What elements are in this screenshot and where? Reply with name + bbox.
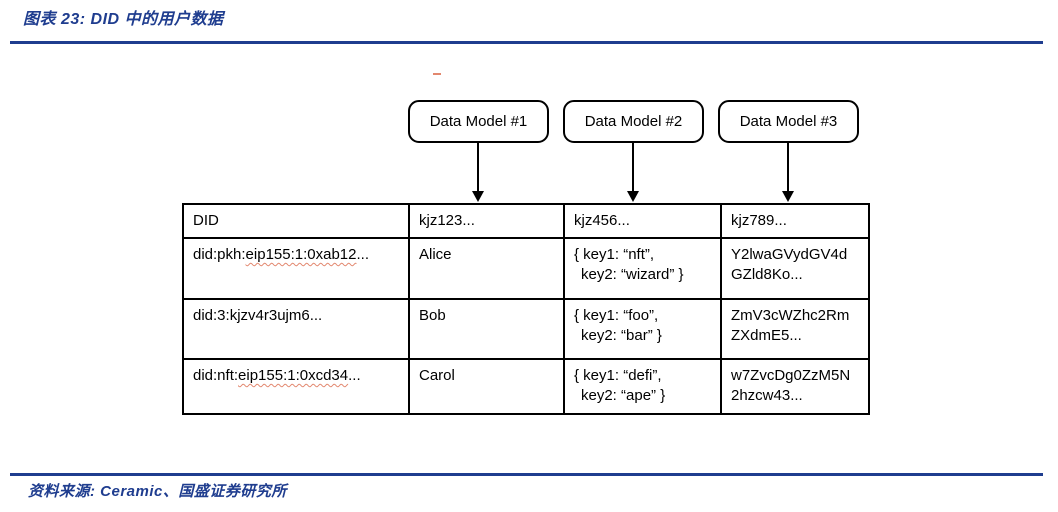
model2-data-cell: { key1: “nft”, key2: “wizard” }	[563, 237, 722, 300]
model2-data-cell: { key1: “foo”, key2: “bar” }	[563, 298, 722, 360]
col-header-kjz789: kjz789...	[720, 203, 870, 239]
data-model-box-1: Data Model #1	[408, 100, 549, 143]
did-text: ...	[356, 246, 369, 263]
did-text-misspelled: eip155:1:0xab12	[245, 246, 357, 263]
json-line: key2: “wizard” }	[581, 266, 684, 283]
figure-title: 图表 23: DID 中的用户数据	[23, 11, 224, 28]
json-line: { key1: “nft”,	[574, 246, 655, 263]
data-model-2-label: Data Model #2	[584, 113, 683, 130]
model3-data-cell: Y2lwaGVydGV4d GZld8Ko...	[720, 237, 870, 300]
model3-data-cell: ZmV3cWZhc2Rm ZXdmE5...	[720, 298, 870, 360]
source-note: 资料来源: Ceramic、国盛证券研究所	[28, 483, 287, 500]
col-header-kjz123: kjz123...	[408, 203, 565, 239]
arrow-head	[782, 191, 794, 202]
did-text-misspelled: eip155:1:0xcd34	[238, 367, 349, 384]
stray-mark	[433, 73, 441, 75]
col-header-kjz456: kjz456...	[563, 203, 722, 239]
down-arrow-icon-3	[782, 143, 794, 203]
arrow-stem	[787, 143, 789, 192]
table-header-row: DID kjz123... kjz456... kjz789...	[182, 203, 870, 239]
down-arrow-icon-1	[472, 143, 484, 203]
json-line: key2: “ape” }	[581, 387, 666, 404]
table-row: did:pkh:eip155:1:0xab12... Alice { key1:…	[182, 237, 870, 300]
footer-divider	[10, 473, 1043, 476]
arrow-stem	[632, 143, 634, 192]
arrow-stem	[477, 143, 479, 192]
blob-line: 2hzcw43...	[731, 387, 803, 404]
data-model-box-2: Data Model #2	[563, 100, 704, 143]
did-cell: did:pkh:eip155:1:0xab12...	[182, 237, 410, 300]
arrow-head	[627, 191, 639, 202]
blob-line: GZld8Ko...	[731, 266, 803, 283]
did-text: ...	[348, 367, 361, 384]
json-line: key2: “bar” }	[581, 327, 662, 344]
name-cell: Alice	[408, 237, 565, 300]
json-line: { key1: “foo”,	[574, 307, 659, 324]
did-text: did:pkh:	[193, 246, 246, 263]
arrow-head	[472, 191, 484, 202]
did-table: DID kjz123... kjz456... kjz789... did:pk…	[182, 203, 870, 415]
data-model-1-label: Data Model #1	[429, 113, 528, 130]
col-header-did: DID	[182, 203, 410, 239]
down-arrow-icon-2	[627, 143, 639, 203]
did-cell: did:nft:eip155:1:0xcd34...	[182, 358, 410, 415]
did-text: ...	[309, 307, 323, 324]
did-text: did:nft:	[193, 367, 239, 384]
data-model-box-3: Data Model #3	[718, 100, 859, 143]
blob-line: w7ZvcDg0ZzM5N	[731, 367, 851, 384]
data-model-3-label: Data Model #3	[739, 113, 838, 130]
blob-line: ZXdmE5...	[731, 327, 802, 344]
name-cell: Bob	[408, 298, 565, 360]
name-cell: Carol	[408, 358, 565, 415]
blob-line: ZmV3cWZhc2Rm	[731, 307, 850, 324]
model2-data-cell: { key1: “defi”, key2: “ape” }	[563, 358, 722, 415]
json-line: { key1: “defi”,	[574, 367, 662, 384]
did-cell: did:3:kjzv4r3ujm6...	[182, 298, 410, 360]
model3-data-cell: w7ZvcDg0ZzM5N 2hzcw43...	[720, 358, 870, 415]
table-row: did:nft:eip155:1:0xcd34... Carol { key1:…	[182, 358, 870, 415]
did-text: did:3:kjzv4r3ujm6	[193, 307, 310, 324]
table-row: did:3:kjzv4r3ujm6... Bob { key1: “foo”, …	[182, 298, 870, 360]
title-divider	[10, 41, 1043, 44]
blob-line: Y2lwaGVydGV4d	[731, 246, 848, 263]
